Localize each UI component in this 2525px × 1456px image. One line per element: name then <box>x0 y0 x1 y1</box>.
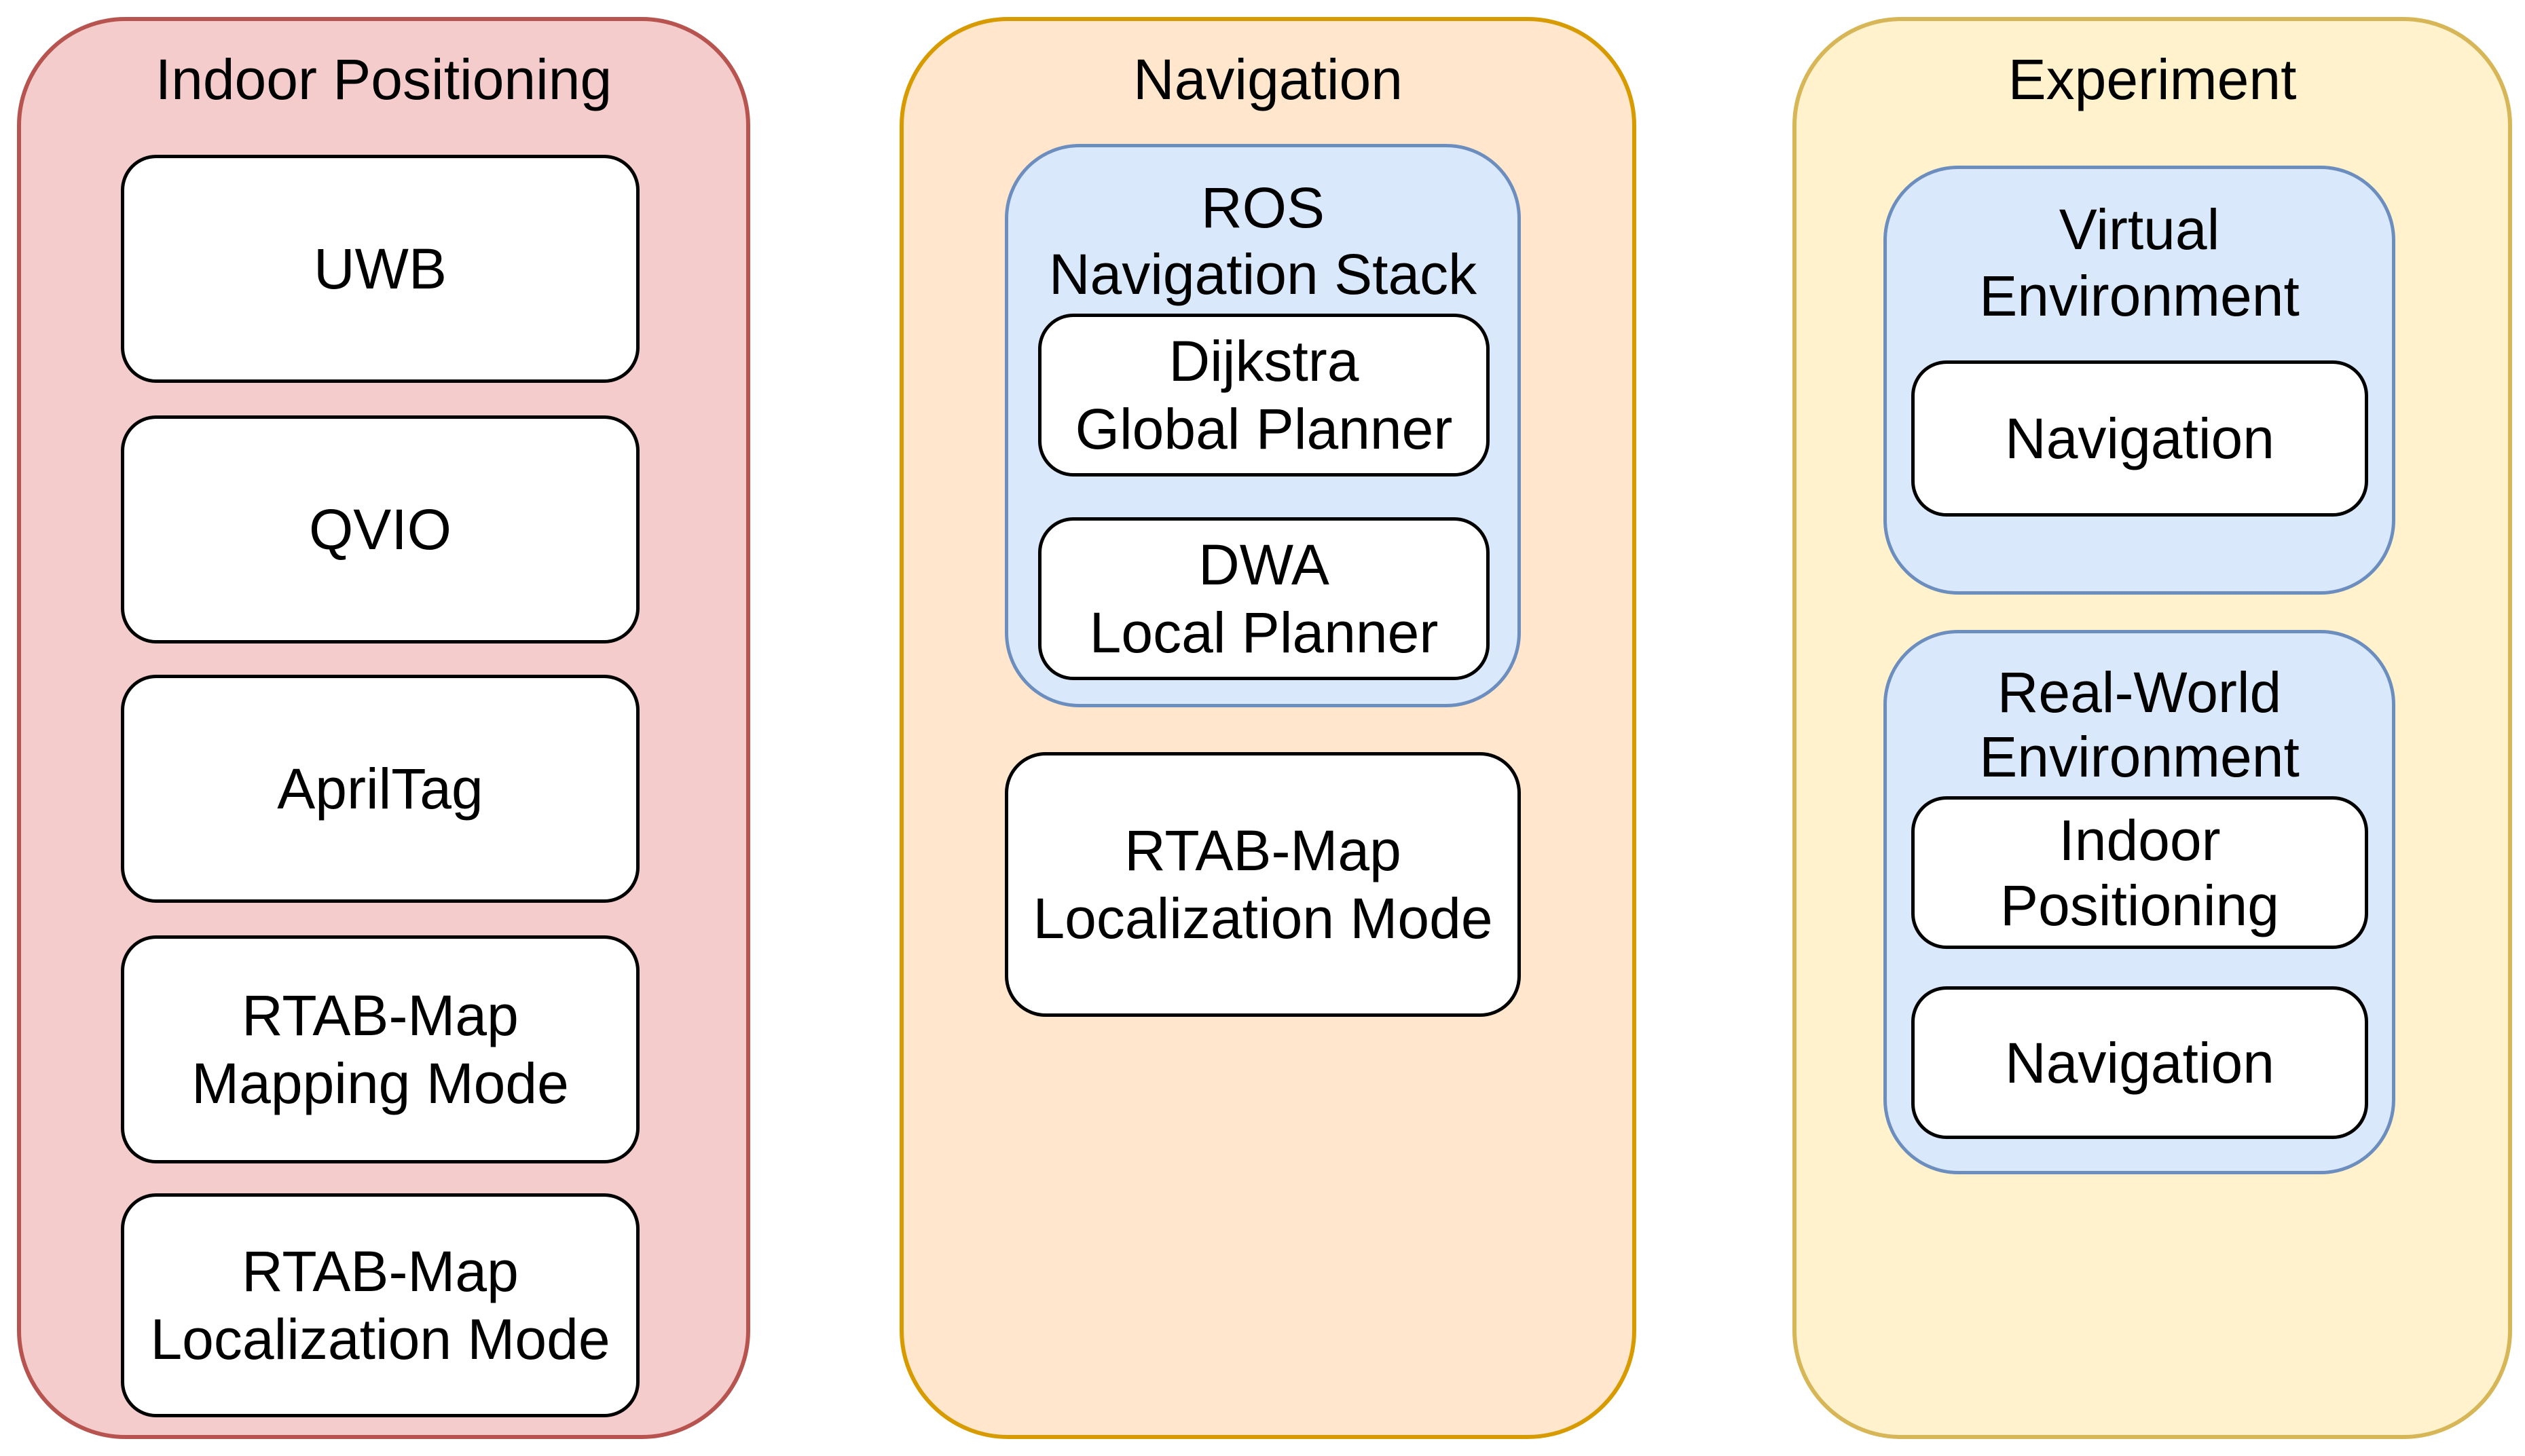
group-title-line: Navigation Stack <box>1048 242 1477 306</box>
box-virtual-navigation: Navigation <box>1911 360 2368 517</box>
panel-title-indoor-positioning: Indoor Positioning <box>155 48 612 111</box>
box-dwa-local-planner: DWA Local Planner <box>1038 517 1490 680</box>
box-rtab-map-localization-mode: RTAB-Map Localization Mode <box>121 1193 640 1417</box>
box-label-line: RTAB-Map <box>242 984 519 1047</box>
box-real-world-navigation: Navigation <box>1911 986 2368 1139</box>
group-real-world-environment: Real-World Environment Indoor Positionin… <box>1883 630 2395 1174</box>
box-label-line: RTAB-Map <box>1124 819 1401 882</box>
box-label-line: Positioning <box>2000 873 2279 937</box>
box-rtab-map-mapping-mode: RTAB-Map Mapping Mode <box>121 935 640 1163</box>
group-title-line: Environment <box>1979 725 2300 789</box>
box-dijkstra-global-planner: Dijkstra Global Planner <box>1038 314 1490 477</box>
box-label-line: Localization Mode <box>150 1307 610 1371</box>
panel-navigation: Navigation ROS Navigation Stack Dijkstra… <box>900 17 1636 1439</box>
group-ros-navigation-stack: ROS Navigation Stack Dijkstra Global Pla… <box>1005 144 1521 707</box>
box-label-line: Local Planner <box>1089 601 1439 665</box>
box-label-line: Localization Mode <box>1033 886 1493 950</box>
panel-indoor-positioning: Indoor Positioning UWB QVIO AprilTag RTA… <box>17 17 750 1439</box>
group-title: Virtual Environment <box>1887 196 2392 329</box>
box-label-line: DWA <box>1198 533 1329 597</box>
panel-experiment: Experiment Virtual Environment Navigatio… <box>1792 17 2512 1439</box>
group-title-line: ROS <box>1200 176 1325 240</box>
box-nav-rtab-map-localization-mode: RTAB-Map Localization Mode <box>1005 752 1521 1017</box>
box-label-line: Mapping Mode <box>191 1051 569 1115</box>
panel-title-navigation: Navigation <box>1133 48 1403 111</box>
box-label: Navigation <box>2005 1030 2274 1095</box>
box-label-line: Dijkstra <box>1168 329 1359 393</box>
group-title: ROS Navigation Stack <box>1008 174 1517 307</box>
box-label: AprilTag <box>277 757 483 821</box>
box-real-world-indoor-positioning: Indoor Positioning <box>1911 796 2368 949</box>
box-uwb: UWB <box>121 155 640 383</box>
box-label-line: Indoor <box>2059 808 2221 872</box>
box-label: Navigation <box>2005 407 2274 470</box>
box-label-line: Global Planner <box>1075 397 1453 461</box>
panel-title-experiment: Experiment <box>2008 48 2297 111</box>
box-label: UWB <box>314 237 447 301</box>
group-title-line: Environment <box>1979 264 2300 328</box>
box-apriltag: AprilTag <box>121 675 640 903</box>
box-label-line: RTAB-Map <box>242 1239 519 1303</box>
box-label: QVIO <box>308 498 452 561</box>
box-qvio: QVIO <box>121 415 640 643</box>
group-title-line: Real-World <box>1997 660 2282 724</box>
group-virtual-environment: Virtual Environment Navigation <box>1883 166 2395 595</box>
group-title: Real-World Environment <box>1887 660 2392 789</box>
group-title-line: Virtual <box>2059 198 2220 261</box>
